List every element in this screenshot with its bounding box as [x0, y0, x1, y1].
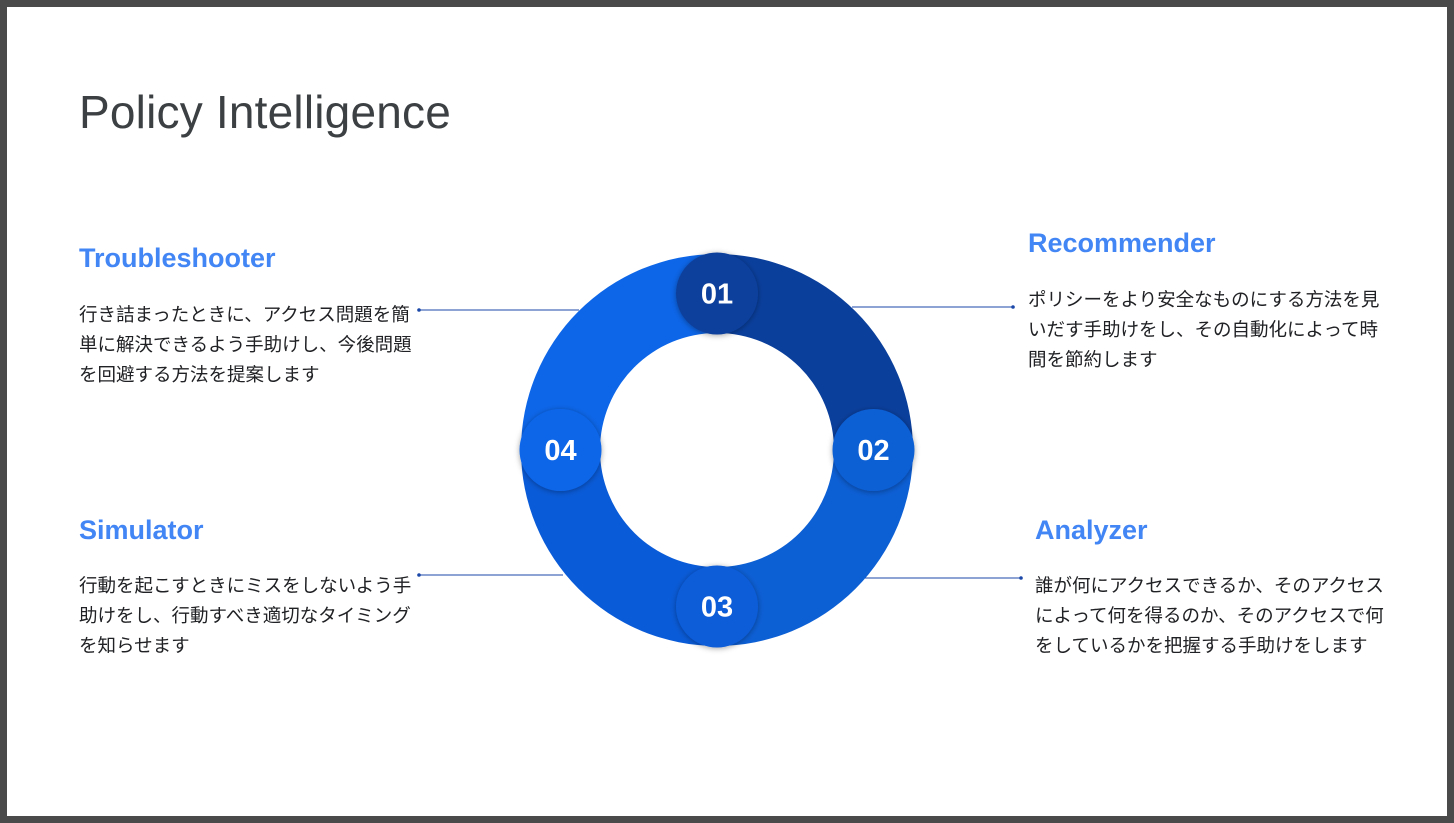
- step-badge-circle: [676, 252, 758, 335]
- ring: [521, 254, 913, 646]
- step-badges: 04 03 02 01: [519, 252, 915, 648]
- analyzer-description: 誰が何にアクセスできるか、そのアクセスによって何を得るのか、そのアクセスで何をし…: [1035, 576, 1384, 657]
- cycle-diagram: 04 03 02 01: [417, 252, 1023, 648]
- step-badge-circle: [676, 565, 758, 648]
- troubleshooter-description: 行き詰まったときに、アクセス問題を簡単に解決できるよう手助けし、今後問題を回避す…: [79, 305, 412, 386]
- step-badge-01: 01: [676, 252, 758, 335]
- simulator-heading: Simulator: [79, 515, 204, 545]
- step-badge-circle: [519, 409, 602, 491]
- connector-dot-troubleshooter: [417, 308, 421, 312]
- slide-title: Policy Intelligence: [79, 86, 452, 138]
- connector-dot-analyzer: [1019, 576, 1023, 580]
- recommender-heading: Recommender: [1028, 228, 1216, 258]
- ring-segment-04: [521, 254, 717, 450]
- ring-segment-02: [717, 450, 913, 646]
- slide: Policy Intelligence Troubleshooter 行き詰まっ…: [7, 7, 1447, 816]
- recommender-description: ポリシーをより安全なものにする方法を見いだす手助けをし、その自動化によって時間を…: [1028, 290, 1380, 371]
- step-label: 04: [544, 435, 576, 467]
- ring-segment-01: [717, 254, 913, 450]
- connector-lines: [417, 305, 1023, 580]
- troubleshooter-heading: Troubleshooter: [79, 243, 276, 273]
- analyzer-heading: Analyzer: [1035, 515, 1148, 545]
- connector-dot-simulator: [417, 573, 421, 577]
- step-label: 01: [701, 279, 733, 311]
- step-badge-04: 04: [519, 409, 602, 491]
- step-label: 03: [701, 592, 733, 624]
- step-label: 02: [857, 435, 889, 467]
- simulator-description: 行動を起こすときにミスをしないよう手助けをし、行動すべき適切なタイミングを知らせ…: [79, 576, 412, 657]
- step-badge-03: 03: [676, 565, 758, 648]
- step-badge-02: 02: [832, 409, 915, 491]
- step-badge-circle: [832, 409, 915, 491]
- connector-dot-recommender: [1011, 305, 1015, 309]
- ring-segment-03: [521, 450, 717, 646]
